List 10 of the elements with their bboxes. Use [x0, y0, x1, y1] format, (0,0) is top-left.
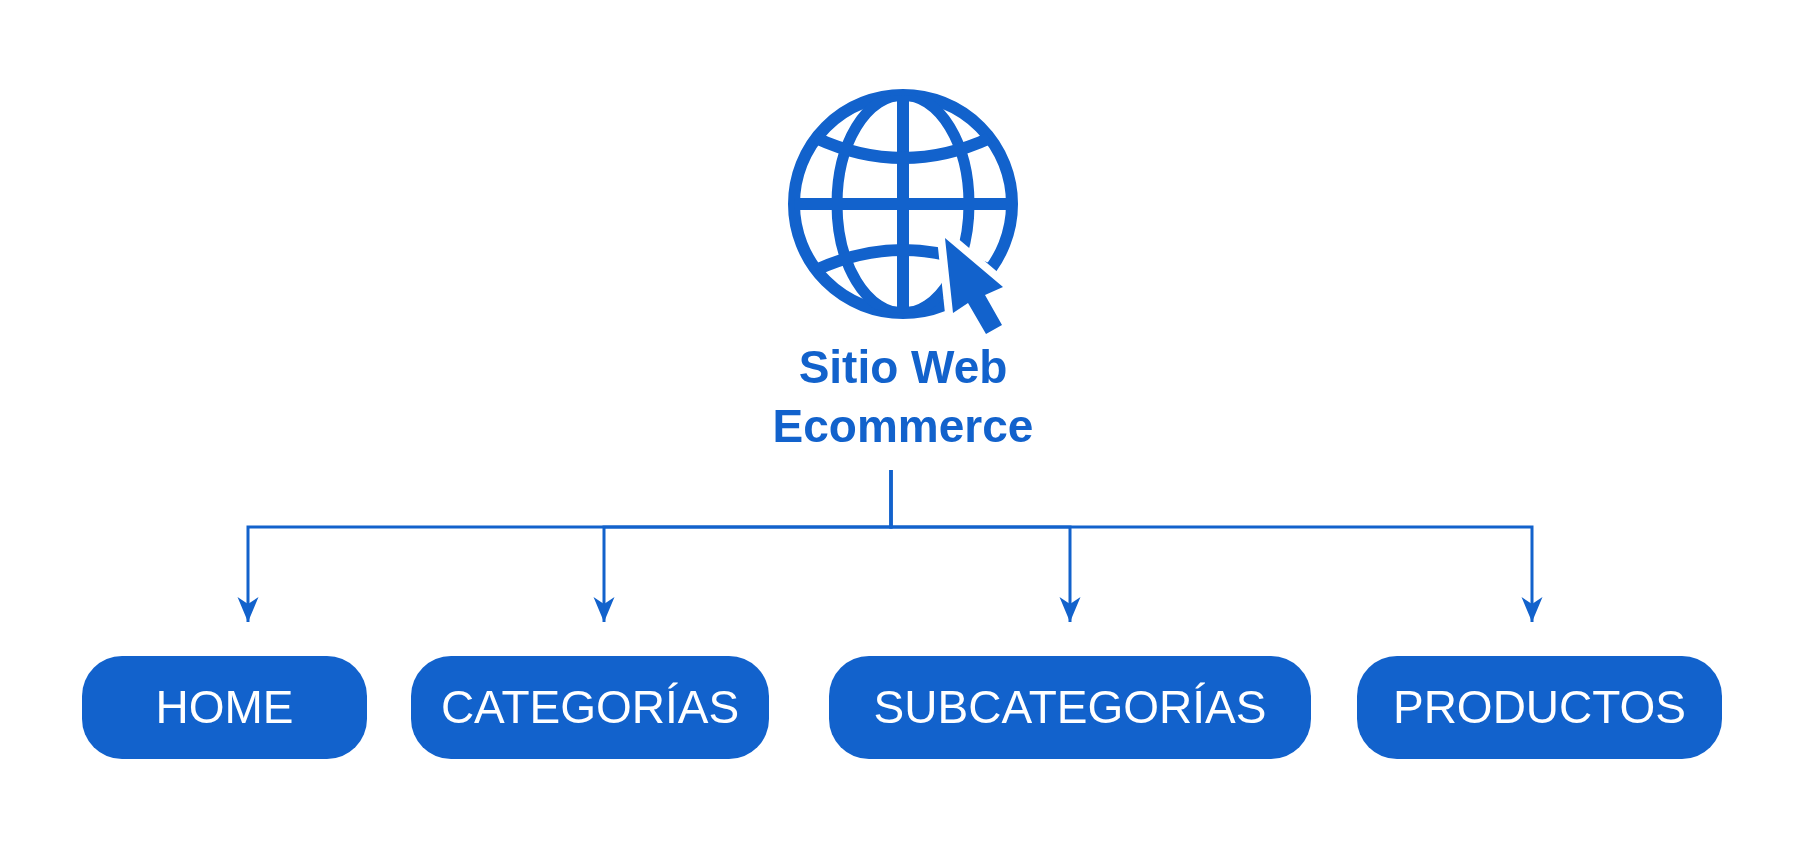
section-label: SUBCATEGORÍAS — [873, 682, 1267, 733]
section-pill — [82, 656, 367, 759]
node-label: Sitio Web Ecommerce — [771, 340, 1035, 454]
section-label: HOME — [155, 682, 294, 733]
section-pill — [829, 656, 1311, 759]
section-label: PRODUCTOS — [1392, 682, 1687, 733]
section-pill — [1357, 656, 1722, 759]
section-pill — [411, 656, 769, 759]
section-label: CATEGORÍAS — [440, 682, 740, 733]
connector-arrow — [889, 470, 1543, 622]
